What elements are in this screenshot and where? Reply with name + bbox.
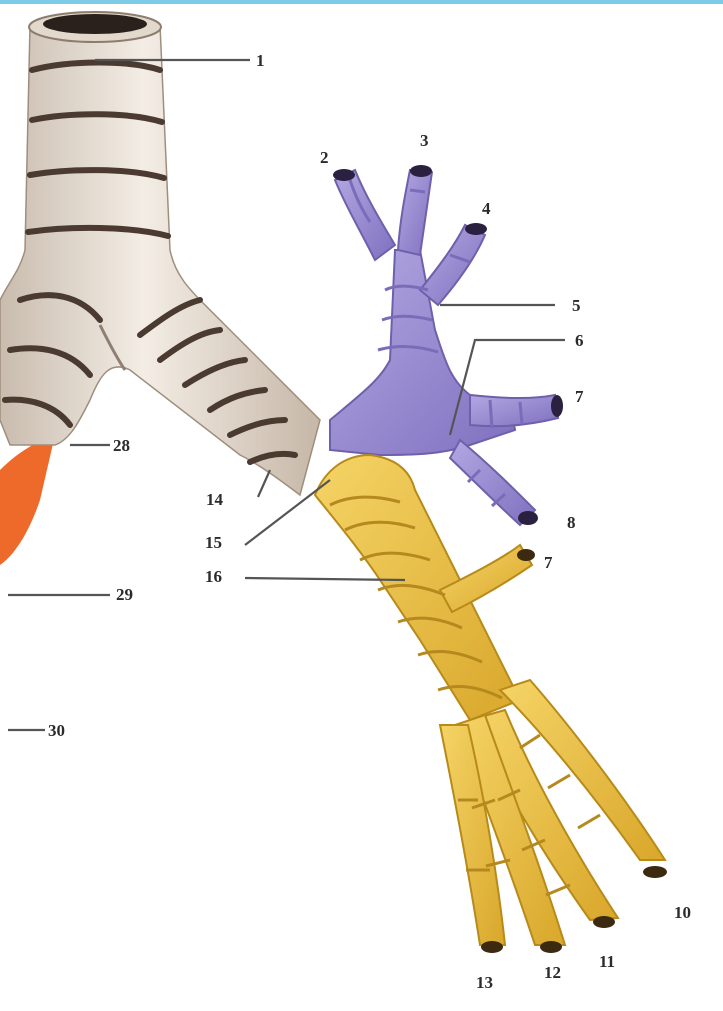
label-10: 10	[674, 903, 691, 922]
label-16: 16	[205, 567, 222, 586]
label-6: 6	[575, 331, 584, 350]
leader-14	[258, 470, 270, 497]
label-28: 28	[113, 436, 130, 455]
label-15: 15	[205, 533, 222, 552]
lower-lobe-bronchi	[315, 455, 667, 953]
label-13: 13	[476, 973, 493, 992]
esophagus-edge	[0, 435, 55, 565]
label-4: 4	[482, 199, 491, 218]
label-1: 1	[256, 51, 265, 70]
label-3: 3	[420, 131, 429, 150]
label-8: 8	[567, 513, 576, 532]
leader-15	[245, 480, 330, 545]
label-7-lower: 7	[544, 553, 553, 572]
trachea	[0, 12, 320, 565]
label-5: 5	[572, 296, 581, 315]
label-2: 2	[320, 148, 329, 167]
label-11: 11	[599, 952, 615, 971]
label-12: 12	[544, 963, 561, 982]
label-14: 14	[206, 490, 224, 509]
label-7-upper: 7	[575, 387, 584, 406]
label-30: 30	[48, 721, 65, 740]
label-29: 29	[116, 585, 133, 604]
